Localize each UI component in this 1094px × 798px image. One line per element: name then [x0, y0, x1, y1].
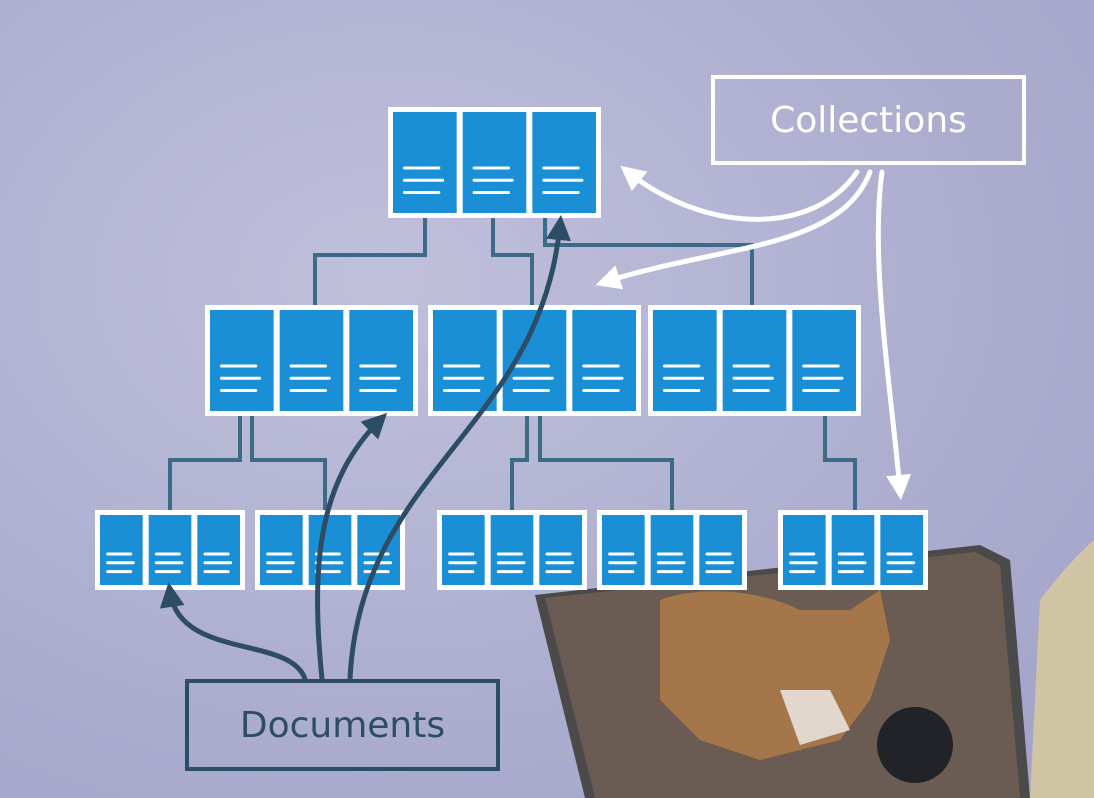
collections-arrows — [595, 165, 912, 500]
documents-arrow-to-leaf — [159, 582, 308, 682]
node-leaf-4 — [597, 510, 747, 590]
document-card — [197, 515, 240, 585]
node-mid-left — [205, 305, 418, 416]
documents-arrow-to-root — [347, 215, 571, 682]
document-card — [357, 515, 400, 585]
collections-label-text: Collections — [770, 99, 967, 141]
document-card — [792, 310, 856, 411]
documents-label: Documents — [185, 679, 500, 771]
document-card — [148, 515, 192, 585]
document-card — [433, 310, 497, 411]
document-card — [653, 310, 717, 411]
document-card — [880, 515, 923, 585]
tree-connectors — [168, 218, 857, 510]
tree-connector-line — [510, 416, 529, 510]
documents-arrows — [159, 215, 571, 682]
collections-arrow-to-leaf — [875, 169, 912, 500]
tree-nodes — [95, 107, 928, 590]
document-card — [393, 112, 457, 213]
tree-connector-line — [823, 416, 857, 510]
documents-arrow-to-mid — [315, 412, 388, 682]
node-mid-right — [648, 305, 861, 416]
collections-arrow-to-root — [620, 165, 860, 222]
document-card — [602, 515, 645, 585]
tree-connector-line — [538, 416, 674, 510]
documents-label-text: Documents — [239, 704, 446, 746]
document-card — [490, 515, 534, 585]
document-card — [279, 310, 344, 411]
background-photo — [535, 540, 1094, 798]
tree-connector-line — [313, 218, 427, 305]
node-leaf-1 — [95, 510, 245, 590]
document-card — [308, 515, 352, 585]
tree-connector-line — [543, 218, 754, 305]
node-leaf-2 — [255, 510, 405, 590]
document-card — [260, 515, 303, 585]
document-card — [349, 310, 413, 411]
document-card — [462, 112, 527, 213]
document-card — [210, 310, 274, 411]
collections-arrow-to-mid — [595, 169, 873, 290]
collections-label: Collections — [711, 75, 1026, 165]
node-leaf-5 — [778, 510, 928, 590]
document-card — [442, 515, 485, 585]
document-card — [532, 112, 596, 213]
tree-connector-line — [168, 416, 242, 510]
tree-connector-line — [250, 416, 327, 510]
tree-connector-line — [491, 218, 534, 305]
node-leaf-3 — [437, 510, 587, 590]
document-card — [100, 515, 143, 585]
document-card — [783, 515, 826, 585]
node-root — [388, 107, 601, 218]
document-card — [650, 515, 694, 585]
document-card — [831, 515, 875, 585]
document-card — [539, 515, 582, 585]
document-card — [699, 515, 742, 585]
document-card — [722, 310, 787, 411]
document-card — [572, 310, 636, 411]
